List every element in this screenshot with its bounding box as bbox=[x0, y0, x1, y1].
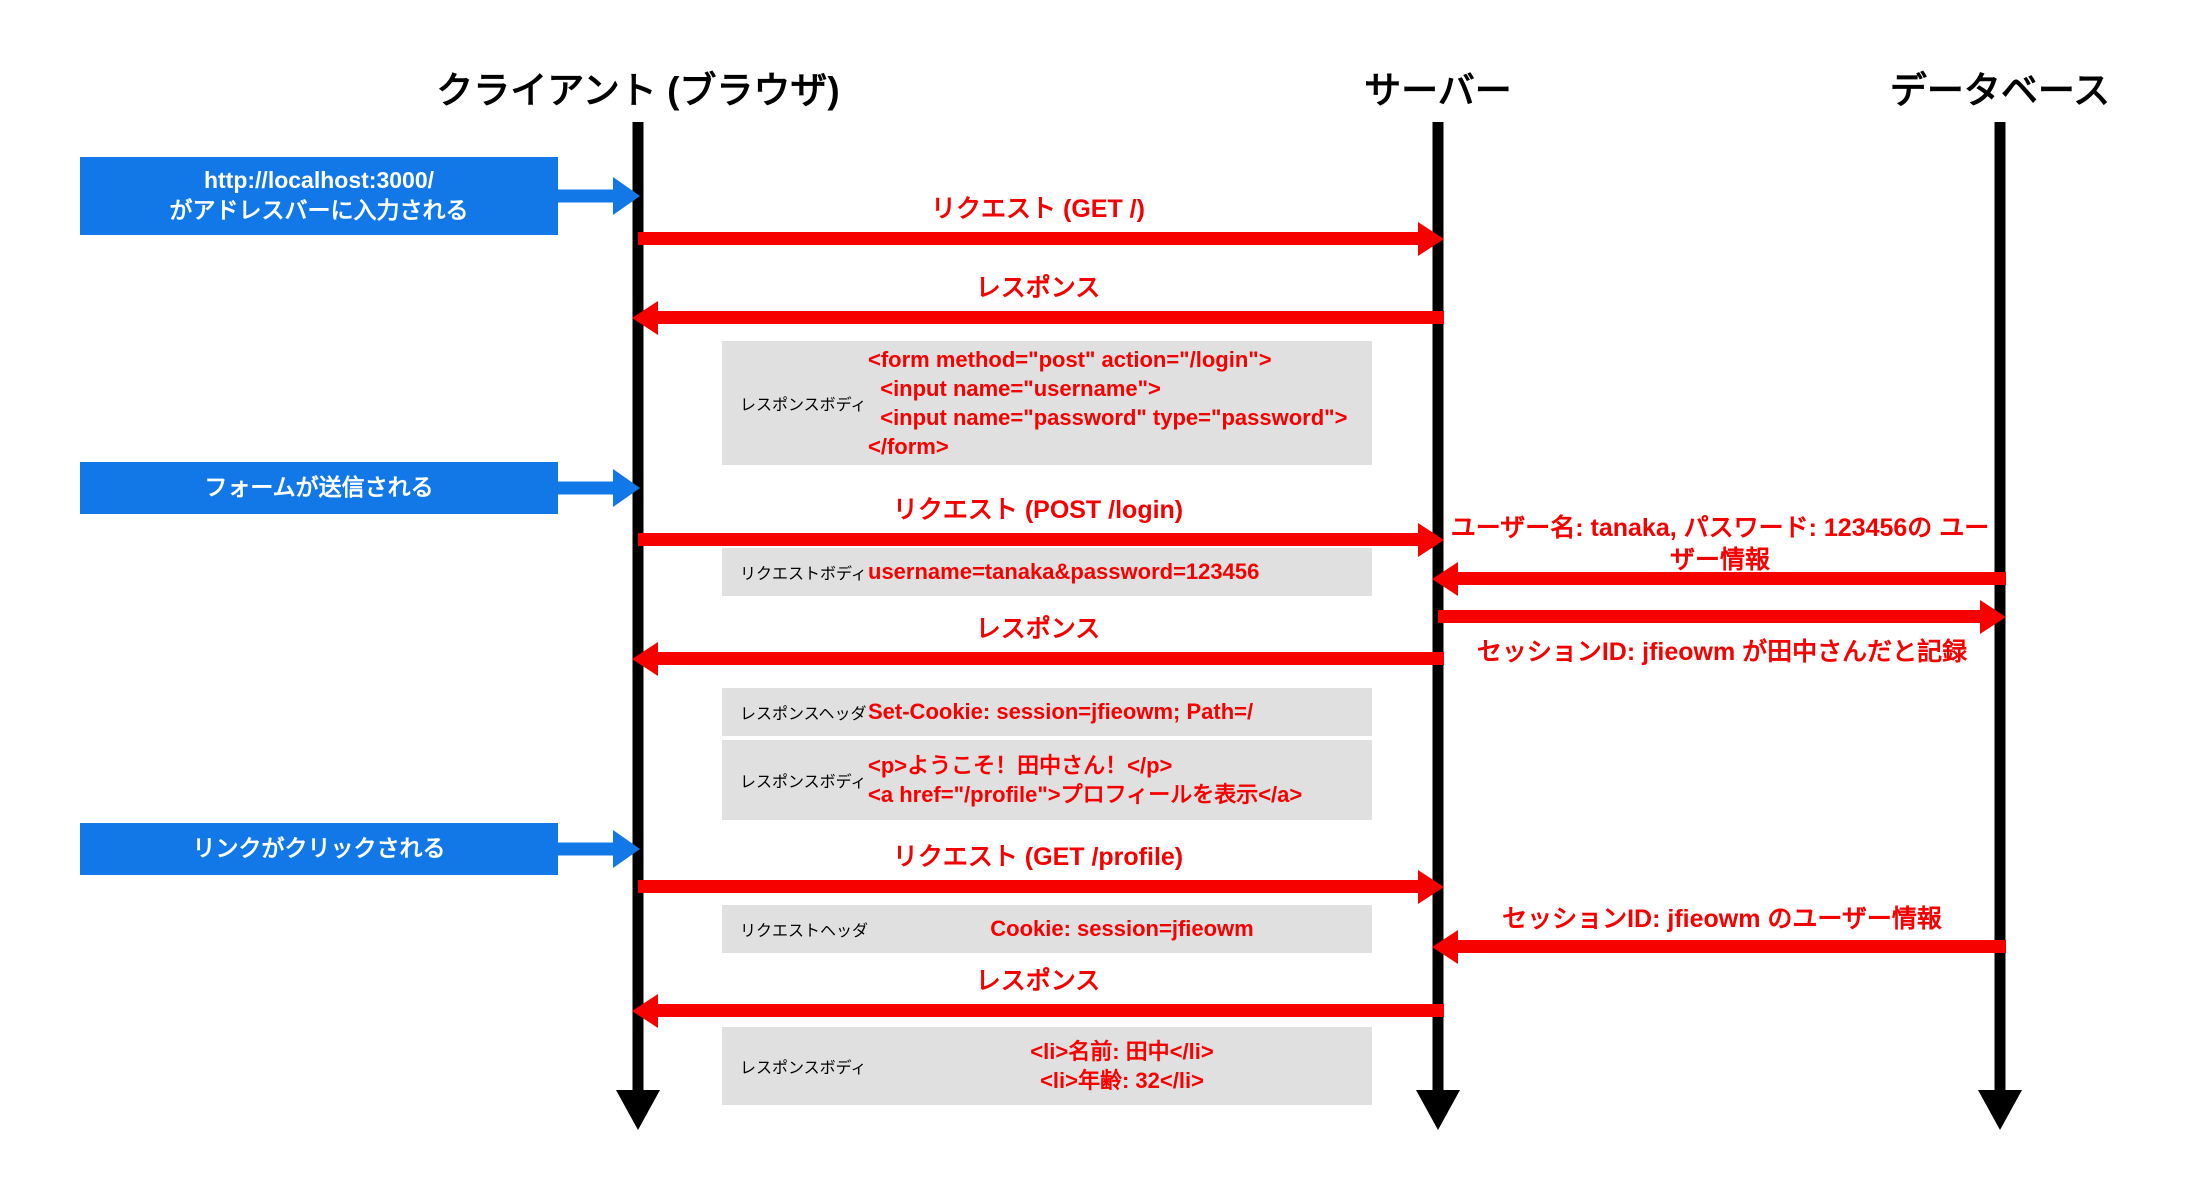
payload-profile-response-body-kind: レスポンスボディ bbox=[740, 1060, 867, 1077]
payload-login-request-body-kind: リクエストボディ bbox=[740, 566, 867, 583]
payload-login-request-body-code: username=tanaka&password=123456 bbox=[868, 559, 1260, 585]
payload-set-cookie-header-code: Set-Cookie: session=jfieowm; Path=/ bbox=[868, 699, 1254, 725]
message-label-res-login: レスポンス bbox=[975, 615, 1101, 643]
event-form-submit-label: フォームが送信される bbox=[80, 462, 558, 514]
lifeline-server bbox=[1432, 122, 1444, 1090]
event-url-entered: http://localhost:3000/ がアドレスバーに入力される bbox=[80, 157, 640, 235]
message-label-res-profile: レスポンス bbox=[975, 967, 1101, 995]
payload-set-cookie-header: レスポンスヘッダ Set-Cookie: session=jfieowm; Pa… bbox=[722, 688, 1372, 736]
message-arrow-res-root bbox=[632, 300, 1444, 335]
payload-welcome-body: レスポンスボディ <p>ようこそ！田中さん！</p> <a href="/pro… bbox=[722, 740, 1372, 820]
event-link-clicked-label: リンクがクリックされる bbox=[80, 823, 558, 875]
message-label-req-post-login: リクエスト (POST /login) bbox=[892, 496, 1184, 524]
payload-cookie-request-header-code: Cookie: session=jfieowm bbox=[990, 916, 1254, 942]
message-label-req-get-root: リクエスト (GET /) bbox=[931, 195, 1145, 223]
message-arrow-db-lookup-session bbox=[1432, 929, 2006, 964]
payload-welcome-body-kind: レスポンスボディ bbox=[740, 774, 867, 791]
payload-login-request-body: リクエストボディ username=tanaka&password=123456 bbox=[722, 548, 1372, 596]
payload-profile-response-body: レスポンスボディ <li>名前: 田中</li> <li>年齢: 32</li> bbox=[722, 1027, 1372, 1105]
payload-login-form-body: レスポンスボディ <form method="post" action="/lo… bbox=[722, 341, 1372, 465]
payload-set-cookie-header-kind: レスポンスヘッダ bbox=[740, 706, 867, 723]
event-link-clicked: リンクがクリックされる bbox=[80, 823, 640, 875]
message-label-db-lookup-session: セッションID: jfieowm のユーザー情報 bbox=[1502, 905, 1942, 933]
payload-cookie-request-header: リクエストヘッダ Cookie: session=jfieowm bbox=[722, 905, 1372, 953]
message-arrow-db-store-session bbox=[1438, 599, 2006, 634]
message-label-res-root: レスポンス bbox=[975, 274, 1101, 302]
message-arrow-req-post-login bbox=[638, 522, 1444, 557]
lifeline-title-server: サーバー bbox=[1364, 70, 1512, 111]
event-form-submit-arrow bbox=[558, 462, 640, 514]
payload-login-form-body-code: <form method="post" action="/login"> <in… bbox=[868, 346, 1348, 460]
message-arrow-req-get-root bbox=[638, 221, 1444, 256]
message-arrow-res-login bbox=[632, 641, 1444, 676]
payload-welcome-body-code: <p>ようこそ！田中さん！</p> <a href="/profile">プロフ… bbox=[868, 752, 1303, 807]
lifeline-title-database: データベース bbox=[1889, 70, 2111, 111]
lifeline-server-arrowhead bbox=[1416, 1090, 1460, 1130]
message-label-db-store-session: セッションID: jfieowm が田中さんだと記録 bbox=[1476, 638, 1968, 666]
lifeline-client bbox=[632, 122, 644, 1090]
message-arrow-req-get-profile bbox=[638, 869, 1444, 904]
event-form-submit: フォームが送信される bbox=[80, 462, 640, 514]
lifeline-database-arrowhead bbox=[1978, 1090, 2022, 1130]
event-link-clicked-arrow bbox=[558, 823, 640, 875]
payload-cookie-request-header-kind: リクエストヘッダ bbox=[740, 923, 869, 940]
message-arrow-db-query-user bbox=[1432, 561, 2006, 596]
lifeline-client-arrowhead bbox=[616, 1090, 660, 1130]
payload-login-form-body-kind: レスポンスボディ bbox=[740, 397, 867, 414]
message-label-db-query-user: ユーザー名: tanaka, パスワード: 123456の ユーザー情報 bbox=[1450, 514, 1990, 574]
lifeline-title-client: クライアント (ブラウザ) bbox=[436, 70, 840, 111]
event-url-entered-label: http://localhost:3000/ がアドレスバーに入力される bbox=[80, 157, 558, 235]
event-url-entered-arrow bbox=[558, 157, 640, 235]
message-arrow-res-profile bbox=[632, 993, 1444, 1028]
message-label-req-get-profile: リクエスト (GET /profile) bbox=[892, 843, 1184, 871]
payload-profile-response-body-code: <li>名前: 田中</li> <li>年齢: 32</li> bbox=[1030, 1038, 1214, 1093]
